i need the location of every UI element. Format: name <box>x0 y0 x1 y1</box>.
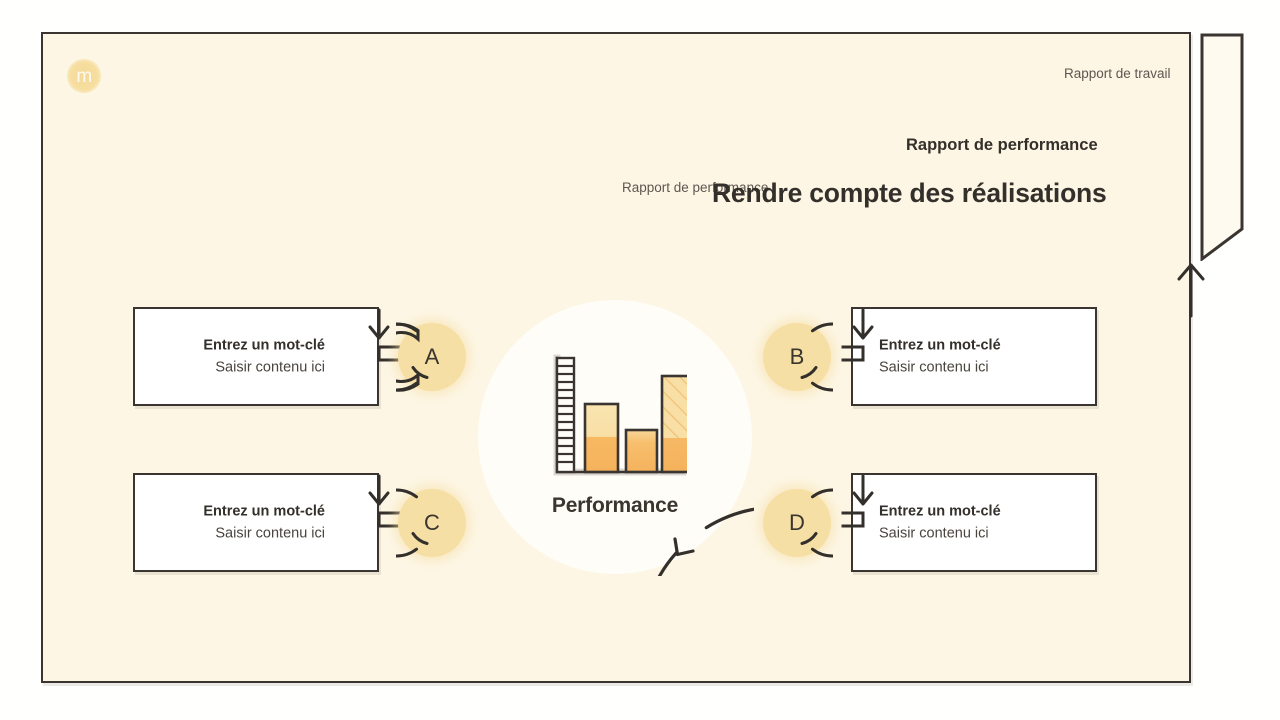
info-box-b-keyword: Entrez un mot-clé <box>879 337 1001 354</box>
badge-c-disc <box>398 489 466 557</box>
badge-a-ring <box>396 322 429 392</box>
bookmark-ribbon-shape <box>1200 33 1244 261</box>
page-title: Rendre compte des réalisations <box>712 178 1107 208</box>
badge-a-letter: A <box>424 344 440 369</box>
badge-b-disc <box>763 323 831 391</box>
info-box-a[interactable]: Entrez un mot-clé Saisir contenu ici <box>133 307 379 406</box>
info-box-a-keyword: Entrez un mot-clé <box>203 337 325 354</box>
badge-b[interactable]: B <box>761 321 833 393</box>
performance-report-subtitle: Rapport de performance <box>906 136 1098 154</box>
badge-b-ring <box>800 322 833 392</box>
up-arrow-icon <box>1177 263 1205 318</box>
info-box-c[interactable]: Entrez un mot-clé Saisir contenu ici <box>133 473 379 572</box>
info-box-d-content: Saisir contenu ici <box>879 525 989 542</box>
info-box-b-content: Saisir contenu ici <box>879 359 989 376</box>
info-box-a-content: Saisir contenu ici <box>215 359 325 376</box>
info-box-d[interactable]: Entrez un mot-clé Saisir contenu ici <box>851 473 1097 572</box>
badge-c-letter: C <box>424 510 440 535</box>
badge-d-ring <box>800 488 833 558</box>
badge-b-letter: B <box>789 344 805 369</box>
badge-c[interactable]: C <box>396 487 468 559</box>
info-box-b[interactable]: Entrez un mot-clé Saisir contenu ici <box>851 307 1097 406</box>
performance-report-small-label: Rapport de performance <box>622 180 769 195</box>
center-circle-outline <box>657 507 754 576</box>
badge-d-letter: D <box>789 510 805 535</box>
badge-d-disc <box>763 489 831 557</box>
info-box-c-content: Saisir contenu ici <box>215 525 325 542</box>
work-report-label: Rapport de travail <box>1064 66 1171 81</box>
info-box-d-keyword: Entrez un mot-clé <box>879 503 1001 520</box>
m-logo: m <box>67 59 101 93</box>
badge-d[interactable]: D <box>761 487 833 559</box>
badge-c-ring <box>396 488 429 558</box>
center-label: Performance <box>551 494 679 517</box>
badge-a[interactable]: A <box>396 321 468 393</box>
bar-chart-icon <box>553 354 687 476</box>
info-box-c-keyword: Entrez un mot-clé <box>203 503 325 520</box>
